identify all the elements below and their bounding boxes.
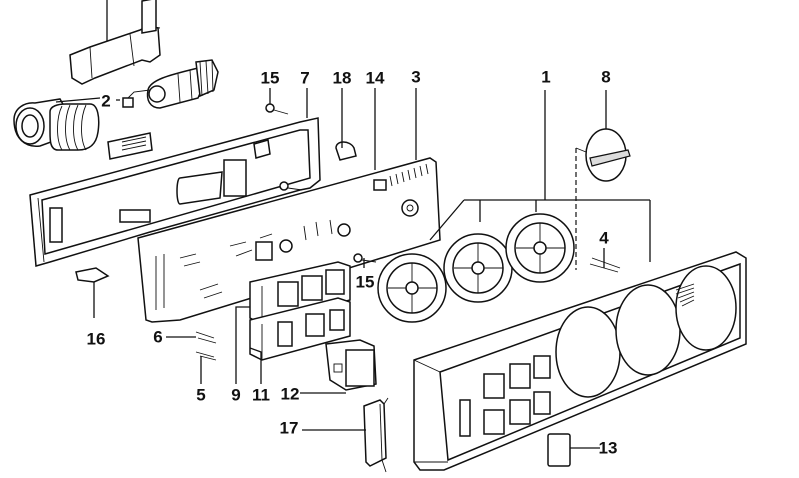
rotary-knobs-drawing bbox=[377, 213, 575, 323]
label-plate-drawing bbox=[107, 132, 153, 160]
switch-housing-drawing bbox=[69, 0, 161, 85]
callout-12[interactable]: 12 bbox=[280, 384, 300, 404]
potentiometer-drawing bbox=[122, 59, 219, 109]
callout-13[interactable]: 13 bbox=[598, 438, 618, 458]
callout-3[interactable]: 3 bbox=[411, 67, 421, 87]
blanking-cap-drawing bbox=[547, 433, 571, 467]
callout-17[interactable]: 17 bbox=[279, 418, 299, 438]
callout-2[interactable]: 2 bbox=[101, 91, 111, 111]
callout-16[interactable]: 16 bbox=[86, 329, 106, 349]
callout-11[interactable]: 11 bbox=[252, 385, 270, 405]
callout-4[interactable]: 4 bbox=[599, 228, 609, 248]
callout-9[interactable]: 9 bbox=[231, 385, 241, 405]
leader-lines bbox=[93, 88, 651, 449]
callout-18[interactable]: 18 bbox=[332, 68, 352, 88]
switch-blocks-drawing bbox=[249, 261, 351, 361]
screws-drawing bbox=[265, 103, 377, 263]
callout-14[interactable]: 14 bbox=[365, 68, 385, 88]
callout-7[interactable]: 7 bbox=[300, 68, 310, 88]
callout-15-bottom[interactable]: 15 bbox=[355, 272, 375, 292]
switch-drum-drawing bbox=[13, 97, 120, 151]
fuse-drawing bbox=[75, 267, 110, 283]
callout-5[interactable]: 5 bbox=[196, 385, 206, 405]
bulb-drawing bbox=[335, 141, 357, 161]
callout-15-top[interactable]: 15 bbox=[260, 68, 280, 88]
callout-1[interactable]: 1 bbox=[541, 67, 551, 87]
trim-bezel-drawing bbox=[413, 251, 747, 471]
callout-8[interactable]: 8 bbox=[601, 67, 611, 87]
bracket-drawing bbox=[363, 397, 389, 473]
rear-frame-drawing bbox=[29, 117, 321, 267]
callout-6[interactable]: 6 bbox=[153, 327, 163, 347]
defogger-switch-drawing bbox=[325, 339, 377, 391]
